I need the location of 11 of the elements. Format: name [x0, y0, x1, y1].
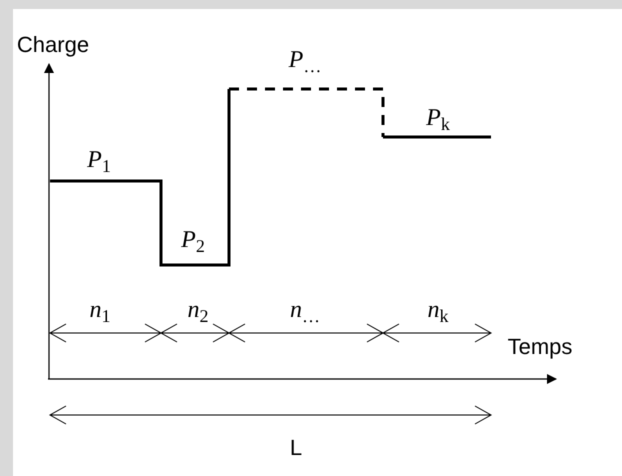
math-label: P$_{…}$ [288, 48, 322, 72]
math-label: n$_{k}$ [428, 298, 448, 322]
math-label: P$_{k}$ [426, 106, 450, 130]
math-label: n$_{1}$ [90, 298, 110, 322]
axis-label: Charge [16, 34, 90, 56]
axis-label: Temps [508, 336, 572, 358]
math-label: n$_{2}$ [188, 298, 208, 322]
math-label: P$_{2}$ [181, 228, 205, 252]
axis-label: L [290, 437, 302, 459]
math-label: n$_{…}$ [290, 298, 320, 322]
math-label: P$_{1}$ [87, 148, 111, 172]
